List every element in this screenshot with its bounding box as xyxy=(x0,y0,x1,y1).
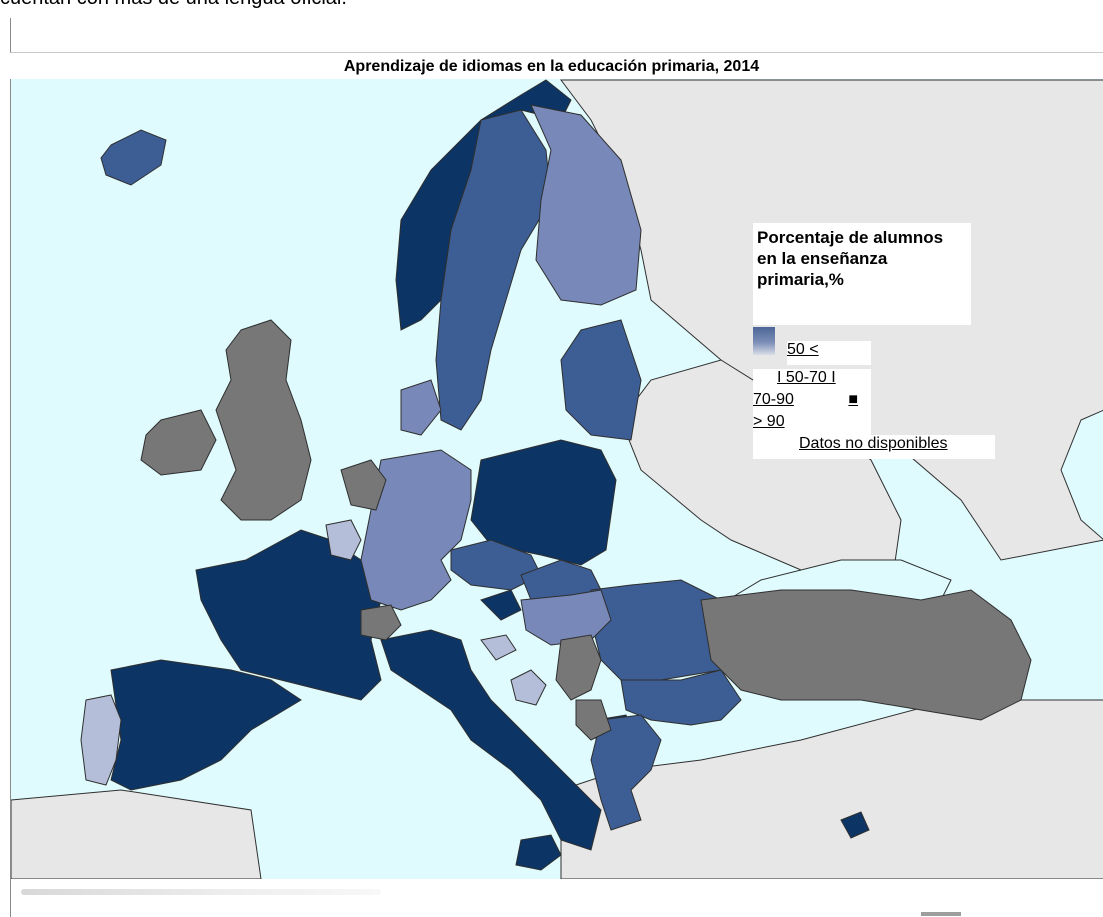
bottom-strip xyxy=(10,879,1103,917)
legend-item-no-data: Datos no disponibles xyxy=(753,435,995,459)
top-text: cuentan con más de una lengua oficial. xyxy=(0,0,1103,17)
legend-label-under-50: 50 < xyxy=(787,341,819,358)
legend-label-over-90: > 90 xyxy=(753,413,785,430)
country-under-50 xyxy=(80,519,547,786)
legend-title-box: Porcentaje de alumnos en la enseñanza pr… xyxy=(753,223,971,325)
legend-label-70-90: 70-90 xyxy=(753,391,794,408)
legend-label-50-70: I 50-70 I xyxy=(777,369,836,386)
country-over-90 xyxy=(110,79,870,871)
legend-swatch xyxy=(753,327,775,355)
legend-item-under-50: 50 < xyxy=(787,341,871,365)
country-no-data xyxy=(140,319,1032,741)
legend-title: Porcentaje de alumnos en la enseñanza pr… xyxy=(757,228,944,289)
bottom-caption xyxy=(21,889,381,895)
bottom-corner-block xyxy=(921,912,961,916)
legend-marker-70-90: ■ xyxy=(848,391,859,408)
country-70-90 xyxy=(100,109,742,831)
europe-map xyxy=(11,79,1103,879)
map-container: Porcentaje de alumnos en la enseñanza pr… xyxy=(10,79,1103,879)
map-title: Aprendizaje de idiomas en la educación p… xyxy=(343,58,760,75)
legend-label-no-data: Datos no disponibles xyxy=(799,435,948,452)
legend-item-over-90: > 90 xyxy=(753,413,871,437)
country-50-70 xyxy=(360,104,642,646)
top-frame xyxy=(10,18,1103,53)
legend-item-50-70: I 50-70 I xyxy=(753,369,871,393)
legend-item-70-90: 70-90 ■ xyxy=(753,391,871,415)
